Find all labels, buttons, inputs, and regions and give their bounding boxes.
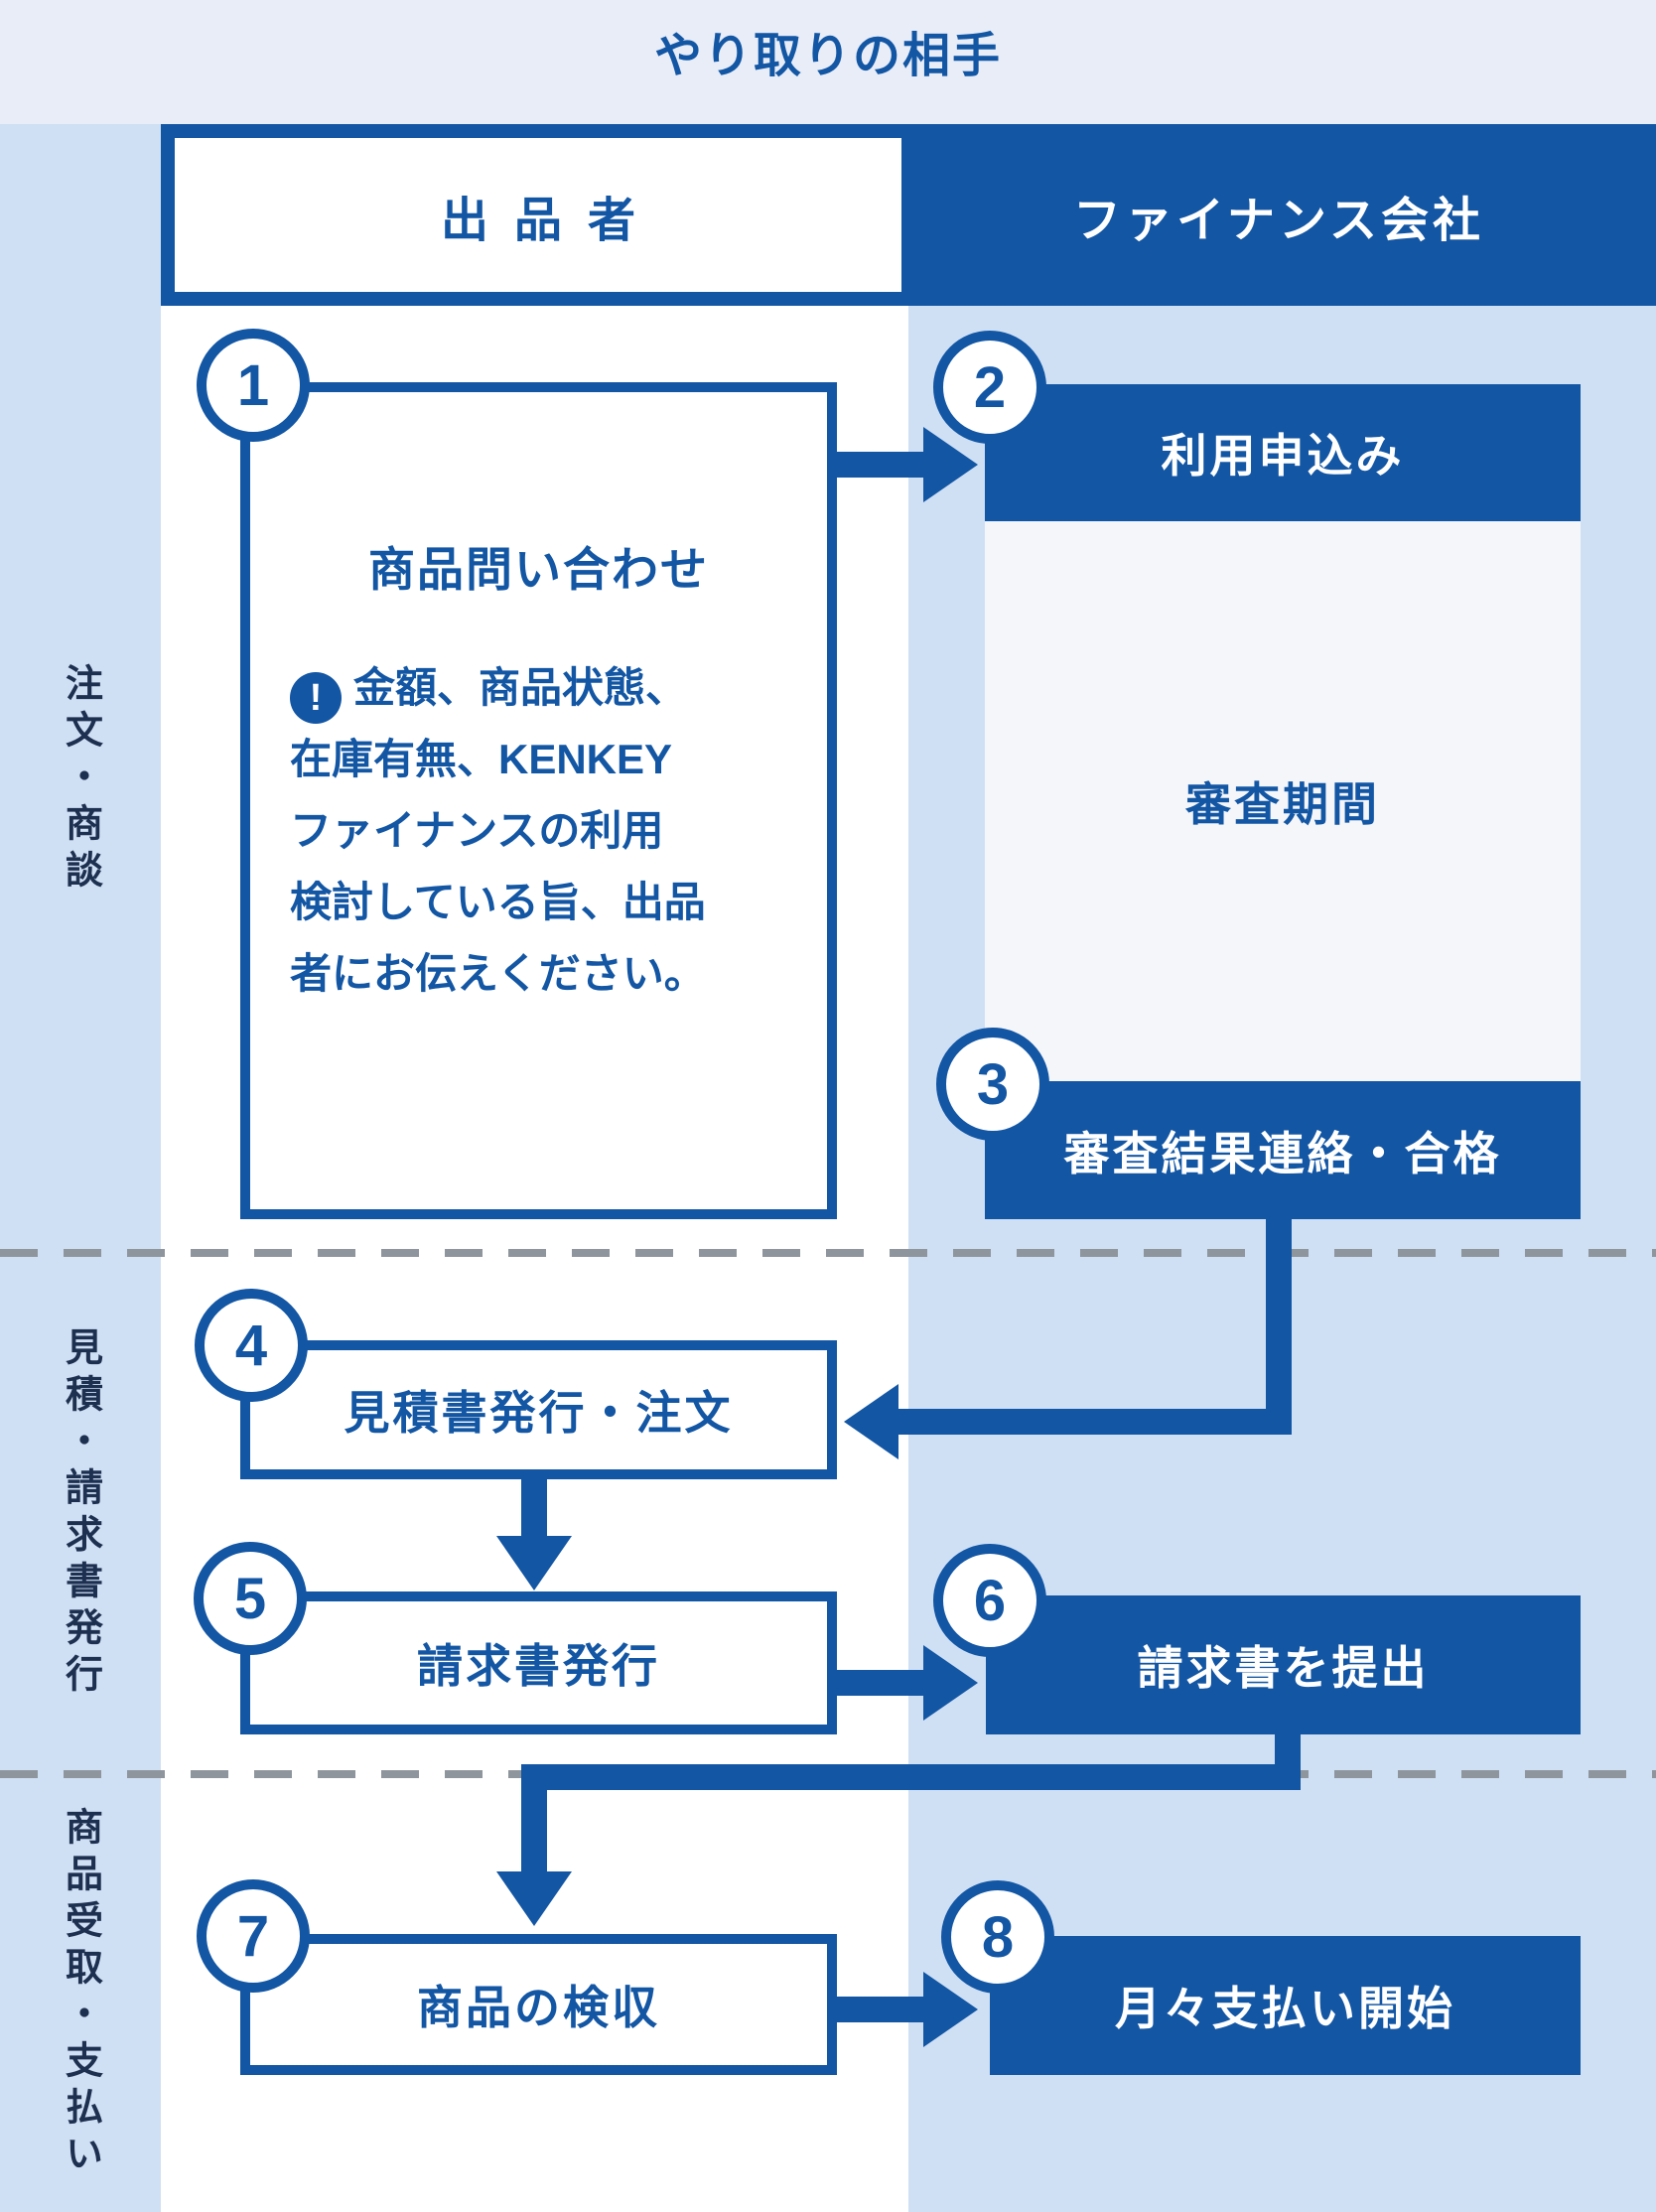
step1-note-line3: ファイナンスの利用 <box>290 807 664 854</box>
step1-box: 商品問い合わせ !金額、商品状態、 在庫有無、KENKEY ファイナンスの利用 … <box>240 382 837 1219</box>
arrow-5-to-6-head <box>923 1645 978 1721</box>
step8-number-badge: 8 <box>941 1880 1054 1994</box>
step4-box: 見積書発行・注文 <box>240 1340 837 1479</box>
arrow-3-to-4-horizontal <box>898 1409 1279 1435</box>
arrow-5-to-6-shaft <box>837 1670 928 1696</box>
phase-label-quote-invoice: 見積・請求書発行 <box>59 1326 101 1701</box>
phase-separator-1 <box>0 1249 1656 1257</box>
phase-label-order: 注文・商談 <box>59 662 101 897</box>
arrow-6-to-7-head <box>496 1871 572 1926</box>
arrow-7-to-8-shaft <box>837 1997 928 2022</box>
step2-bar: 利用申込み <box>985 384 1581 521</box>
step5-label: 請求書発行 <box>417 1640 660 1692</box>
arrow-3-to-4-vertical <box>1266 1219 1292 1435</box>
step1-note-line2: 在庫有無、KENKEY <box>290 736 673 782</box>
arrow-3-to-4-head <box>844 1384 898 1459</box>
step6-bar: 請求書を提出 <box>986 1595 1581 1734</box>
step1-number-badge: 1 <box>197 329 310 442</box>
step7-number-badge: 7 <box>197 1879 310 1993</box>
step1-note-line1: !金額、商品状態、 <box>290 652 806 724</box>
step7-label: 商品の検収 <box>417 1982 660 2033</box>
step7-box: 商品の検収 <box>240 1934 837 2075</box>
arrow-6-to-7-vertical-2 <box>521 1764 547 1873</box>
arrow-1-to-2-shaft <box>837 452 928 478</box>
page-title: やり取りの相手 <box>653 30 1002 82</box>
step2-number-badge: 2 <box>933 331 1046 444</box>
step3-bar: 審査結果連絡・合格 <box>985 1081 1581 1219</box>
step4-number-badge: 4 <box>195 1289 308 1402</box>
step4-label: 見積書発行・注文 <box>344 1387 734 1439</box>
column-header-seller: 出品者 <box>175 138 901 292</box>
step3-number-badge: 3 <box>936 1028 1049 1141</box>
step1-title: 商品問い合わせ <box>368 543 709 596</box>
arrow-4-to-5-shaft <box>521 1479 547 1541</box>
step8-bar: 月々支払い開始 <box>990 1936 1581 2075</box>
step1-note-line4: 検討している旨、出品 <box>290 879 706 925</box>
exclamation-icon: ! <box>290 672 342 724</box>
top-strip <box>0 0 1656 124</box>
arrow-4-to-5-head <box>496 1536 572 1590</box>
phase-sidebar <box>0 124 161 2212</box>
step1-note: !金額、商品状態、 在庫有無、KENKEY ファイナンスの利用 検討している旨、… <box>290 652 806 1010</box>
column-header-finance: ファイナンス会社 <box>1072 194 1485 247</box>
step6-number-badge: 6 <box>933 1544 1046 1657</box>
arrow-6-to-7-horizontal <box>521 1764 1301 1790</box>
step5-box: 請求書発行 <box>240 1591 837 1734</box>
step5-number-badge: 5 <box>194 1542 307 1655</box>
step1-note-line5: 者にお伝えください。 <box>290 950 706 997</box>
exam-period-panel: 審査期間 <box>985 521 1581 1081</box>
phase-label-receive-pay: 商品受取・支払い <box>59 1806 101 2180</box>
